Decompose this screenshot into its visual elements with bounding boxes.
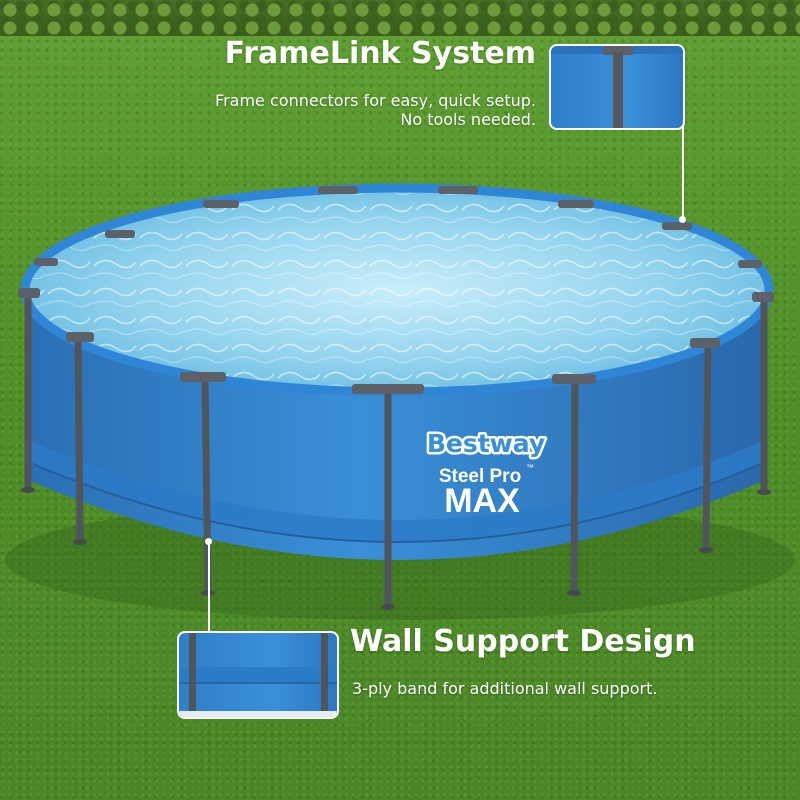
- svg-text:MAX: MAX: [444, 482, 520, 520]
- framelink-detail-image: [549, 44, 685, 130]
- framelink-description: Frame connectors for easy, quick setup. …: [215, 91, 536, 129]
- svg-text:Bestway: Bestway: [427, 429, 545, 458]
- wall-support-marker: [205, 538, 212, 545]
- svg-text:™: ™: [526, 463, 534, 472]
- wall-support-title: Wall Support Design: [350, 624, 696, 659]
- framelink-marker: [679, 216, 686, 223]
- framelink-connector-line: [682, 126, 684, 220]
- hedge-background: [0, 0, 800, 36]
- wall-support-connector-line: [208, 542, 210, 631]
- framelink-title: FrameLink System: [224, 36, 536, 71]
- svg-text:Steel Pro: Steel Pro: [439, 466, 521, 487]
- svg-text:Bestway: Bestway: [427, 429, 545, 458]
- wall-support-detail-image: [177, 631, 339, 719]
- wall-support-description: 3-ply band for additional wall support.: [352, 679, 658, 698]
- product-logo: Bestway Bestway Steel Pro ™ MAX: [424, 427, 547, 521]
